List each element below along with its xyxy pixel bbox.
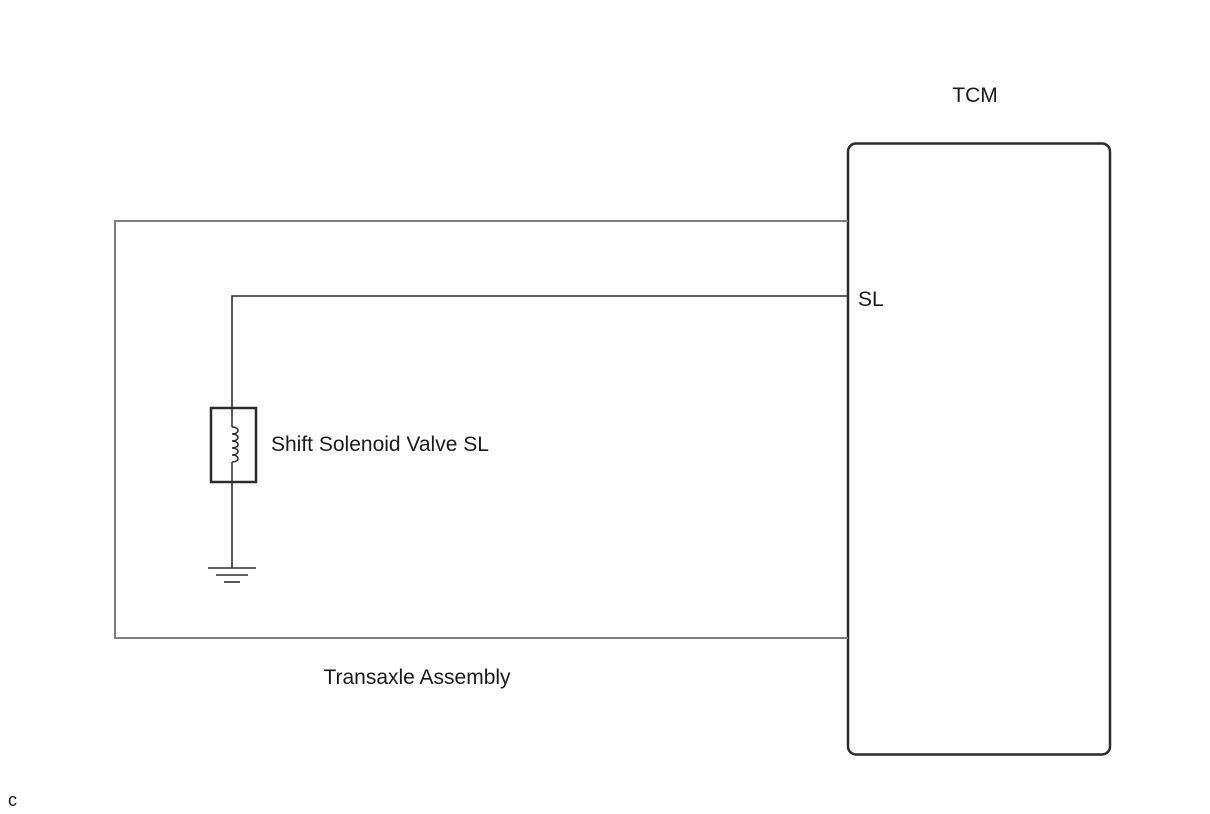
sl-terminal-label: SL bbox=[858, 288, 884, 311]
transaxle-assembly-outline bbox=[114, 220, 848, 639]
tcm-label: TCM bbox=[952, 84, 998, 107]
solenoid-body bbox=[209, 406, 258, 484]
transaxle-assembly-label: Transaxle Assembly bbox=[323, 666, 511, 689]
sl-signal-wire bbox=[231, 295, 848, 408]
ground-icon bbox=[208, 567, 256, 583]
shift-solenoid-valve bbox=[209, 406, 258, 484]
solenoid-label: Shift Solenoid Valve SL bbox=[271, 433, 489, 456]
figure-code: c bbox=[8, 790, 17, 810]
tcm-box bbox=[846, 142, 1112, 756]
coil-icon bbox=[231, 408, 239, 482]
